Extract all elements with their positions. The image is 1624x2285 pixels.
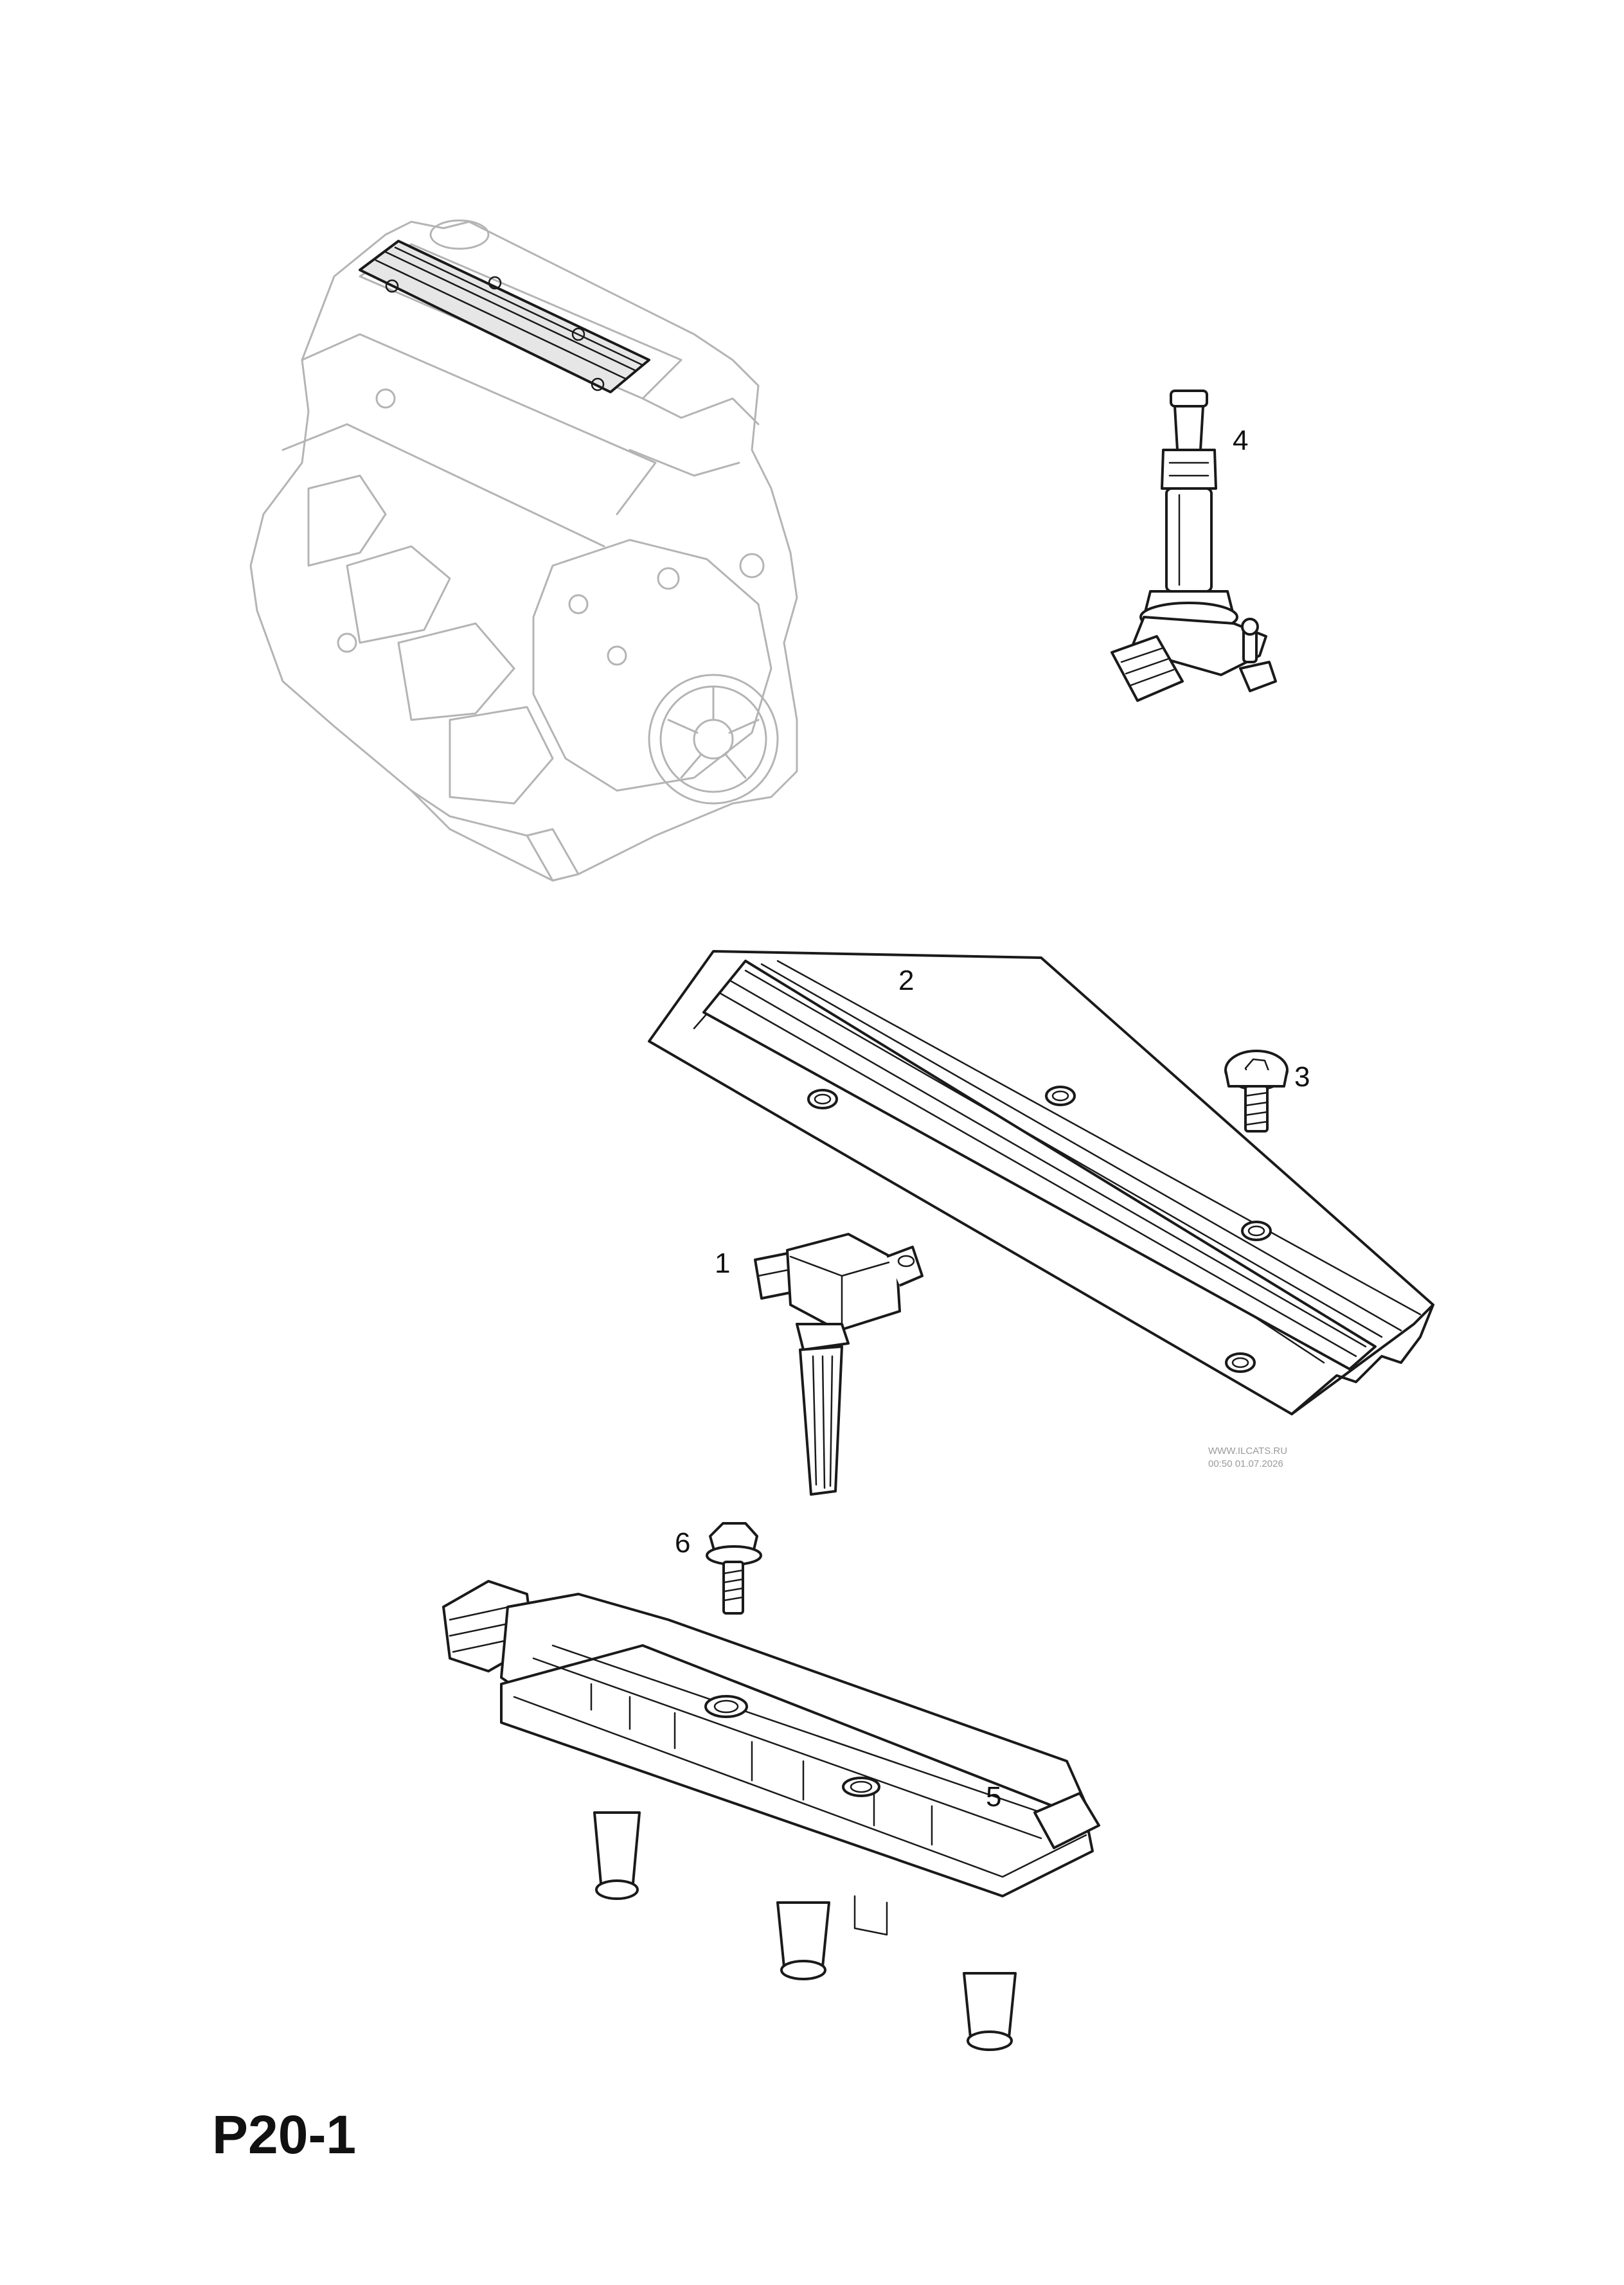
- page-code: P20-1: [212, 2104, 356, 2165]
- engine-assembly: [249, 219, 798, 882]
- part-1-ignition-coil: [754, 1233, 924, 1496]
- part-6-bolt: [706, 1522, 762, 1615]
- callout-6: 6: [675, 1527, 690, 1559]
- callout-3: 3: [1294, 1061, 1310, 1093]
- callout-5: 5: [986, 1781, 1001, 1813]
- callout-1: 1: [715, 1248, 730, 1279]
- part-4-ignition-coil-pencil: [1111, 390, 1277, 702]
- watermark-site: WWW.ILCATS.RU: [1208, 1446, 1287, 1456]
- part-3-screw: [1224, 1050, 1289, 1133]
- callout-2: 2: [898, 965, 914, 996]
- part-2-coil-cover: [648, 950, 1434, 1415]
- callout-4: 4: [1233, 425, 1248, 456]
- part-5-ignition-module: [442, 1580, 1100, 2051]
- callout-labels: 1 2 3 4 5 6: [675, 425, 1310, 1813]
- watermark-timestamp: 00:50 01.07.2026: [1208, 1458, 1283, 1469]
